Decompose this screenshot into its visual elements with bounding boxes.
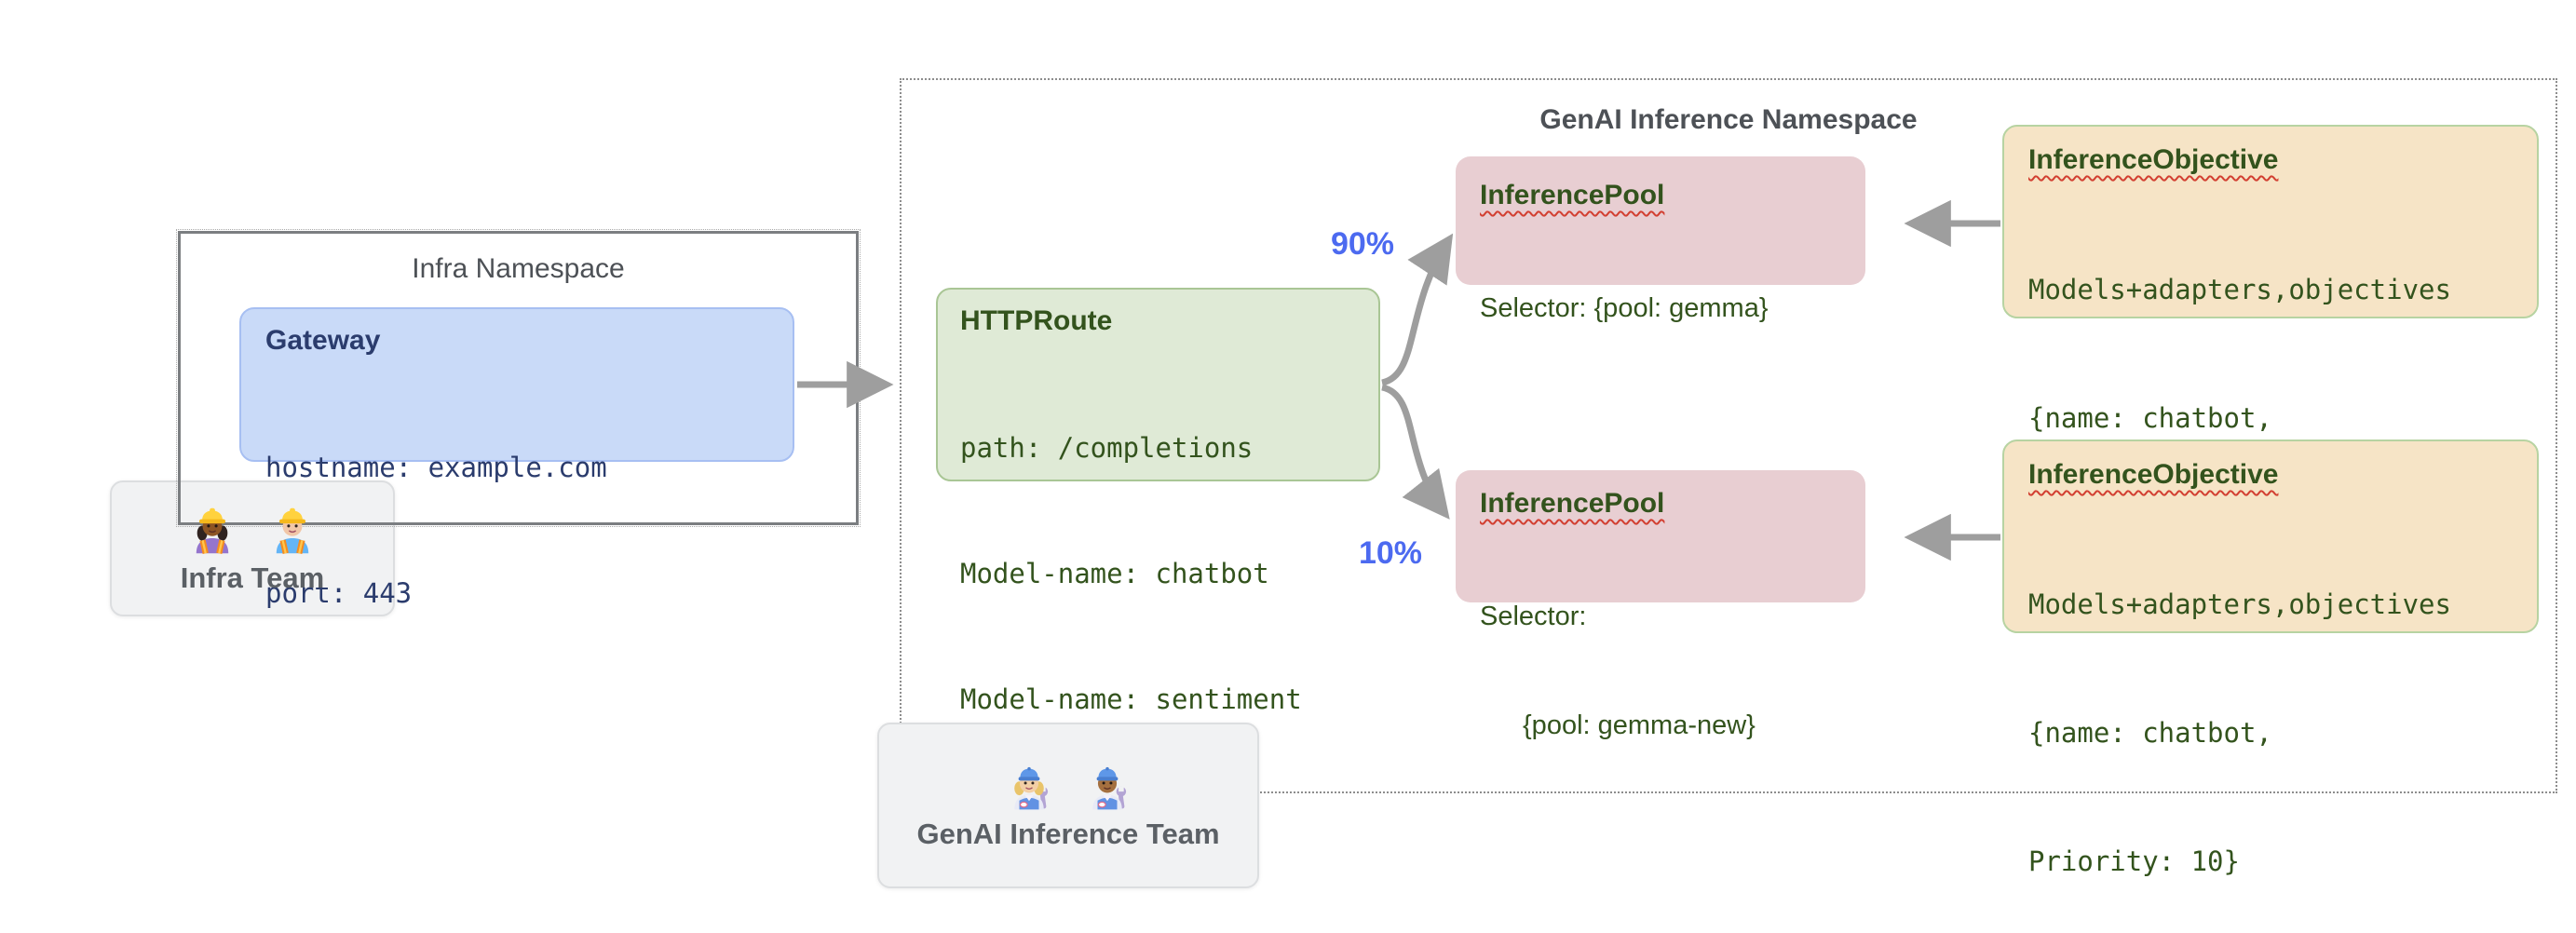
man-mechanic-icon: [1092, 766, 1127, 810]
gateway-title: Gateway: [265, 325, 381, 356]
inference-pool-title: InferencePool: [1480, 180, 1665, 210]
infra-team-label: Infra Team: [180, 561, 325, 594]
inference-pool-selector: Selector: {pool: gemma}: [1480, 293, 1769, 323]
traffic-split-90-label: 90%: [1330, 226, 1395, 262]
woman-mechanic-icon: [1014, 766, 1049, 810]
inference-pool-gemma-new-box: InferencePool Selector: {pool: gemma-new…: [1456, 470, 1865, 740]
httproute-title: HTTPRoute: [960, 305, 1113, 336]
infra-team-avatars: [185, 502, 319, 556]
inference-objective-title: InferenceObjective: [2028, 144, 2279, 175]
inference-pool-gemma-box: InferencePool Selector: {pool: gemma}: [1456, 156, 1865, 323]
inference-objective-top-box: InferenceObjective Models+adapters,objec…: [2002, 125, 2539, 562]
inference-pool-selector: Selector: {pool: gemma-new}: [1480, 602, 1756, 740]
traffic-split-10-label: 10%: [1358, 535, 1423, 571]
genai-inference-namespace-boundary: [900, 78, 2557, 793]
man-construction-worker-icon: [276, 507, 309, 554]
httproute-path: path: /completions: [960, 432, 1254, 464]
infra-namespace-title: Infra Namespace: [412, 253, 625, 284]
inference-objective-title: InferenceObjective: [2028, 459, 2279, 490]
infra-team-box: Infra Team: [110, 480, 395, 616]
genai-inference-team-box: GenAI Inference Team: [877, 723, 1259, 888]
inference-objective-bottom-box: InferenceObjective Models+adapters,objec…: [2002, 439, 2539, 877]
httproute-model-chatbot: Model-name: chatbot: [960, 558, 1269, 589]
gateway-spec: hostname: example.com port: 443: [265, 363, 768, 698]
httproute-box: HTTPRoute path: /completions Model-name:…: [936, 288, 1380, 715]
woman-construction-worker-icon: [196, 507, 229, 554]
genai-team-label: GenAI Inference Team: [916, 818, 1220, 850]
genai-team-avatars: [1003, 760, 1133, 812]
gateway-box: Gateway hostname: example.com port: 443: [239, 307, 794, 609]
genai-inference-namespace-title: GenAI Inference Namespace: [1539, 104, 1918, 135]
gateway-port: port: 443: [265, 577, 413, 609]
gateway-hostname: hostname: example.com: [265, 452, 607, 483]
httproute-model-sentiment: Model-name: sentiment: [960, 683, 1302, 715]
inference-objective-spec: Models+adapters,objectives {name: chatbo…: [2028, 588, 2451, 877]
inference-pool-title: InferencePool: [1480, 488, 1665, 519]
httproute-spec: path: /completions Model-name: chatbot M…: [960, 344, 1354, 805]
